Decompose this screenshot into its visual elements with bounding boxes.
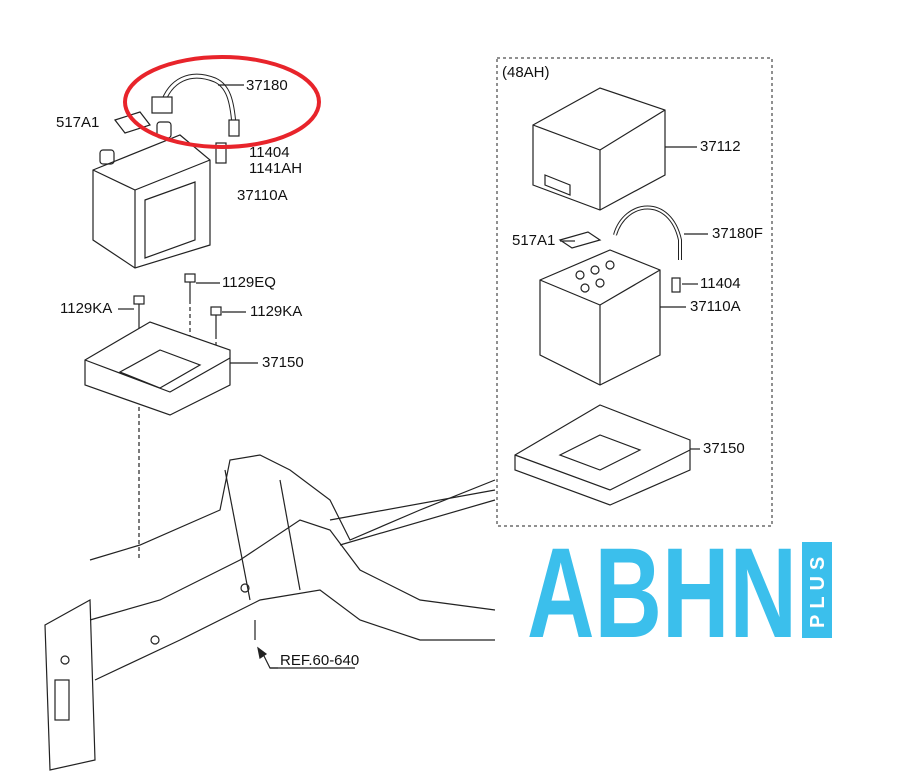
label-11404: 11404 xyxy=(249,144,290,161)
tray-right xyxy=(514,404,700,506)
label-reference: REF.60-640 xyxy=(280,652,360,669)
abhn-plus-logo: ABHN PLUS xyxy=(527,540,832,640)
label-37150: 37150 xyxy=(262,354,304,371)
label-37180: 37180 xyxy=(246,77,288,94)
label-37150-right: 37150 xyxy=(703,440,745,457)
label-37110a-right: 37110A xyxy=(690,298,741,315)
label-1141ah: 1141AH xyxy=(249,160,303,177)
label-37110a: 37110A xyxy=(237,187,288,204)
logo-text: ABHN xyxy=(527,540,797,640)
tray-left xyxy=(84,321,258,416)
insulator-37112 xyxy=(532,87,697,211)
battery-right xyxy=(539,205,708,386)
bolts-left xyxy=(118,273,246,560)
label-variant-48ah: (48AH) xyxy=(502,64,550,81)
label-11404-right: 11404 xyxy=(700,275,741,292)
label-517a1: 517A1 xyxy=(56,114,100,131)
body-frame xyxy=(44,454,496,771)
label-1129ka-left: 1129KA xyxy=(60,300,113,317)
label-517a1-right: 517A1 xyxy=(512,232,556,249)
label-37180f: 37180F xyxy=(712,225,763,242)
highlight-ellipse xyxy=(123,55,321,149)
cable-37180 xyxy=(151,73,244,137)
label-1129ka-right: 1129KA xyxy=(250,303,303,320)
label-37112: 37112 xyxy=(700,138,741,155)
bolt-11404 xyxy=(215,142,227,164)
battery-left xyxy=(92,111,211,269)
label-1129eq: 1129EQ xyxy=(222,274,276,291)
logo-subtext: PLUS xyxy=(807,551,829,628)
